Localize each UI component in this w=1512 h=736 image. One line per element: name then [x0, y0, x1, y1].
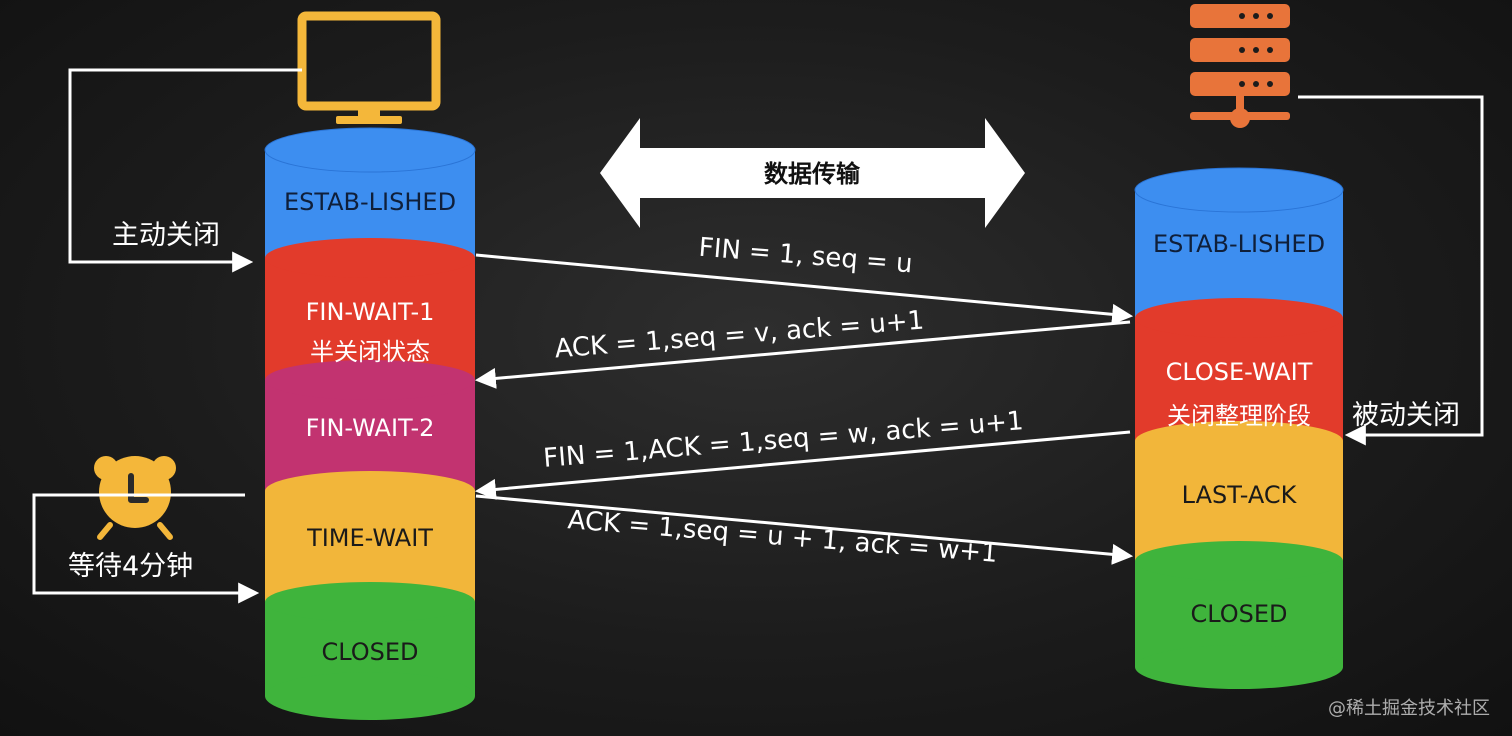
client-fin-wait-1-label: FIN-WAIT-1 [306, 298, 435, 326]
msg-final-ack-label: ACK = 1,seq = u + 1, ack = w+1 [567, 505, 999, 569]
server-close-tidy-label: 关闭整理阶段 [1167, 402, 1311, 430]
server-state-cylinder [1134, 167, 1344, 689]
server-state-close-wait [1135, 318, 1343, 441]
watermark: @稀土掘金技术社区 [1328, 698, 1490, 719]
alarm-clock-icon [94, 456, 176, 540]
msg-fin-arrow [475, 253, 1134, 325]
monitor-icon [297, 11, 441, 124]
client-closed-top [265, 582, 475, 622]
data-transfer-arrow [600, 118, 1025, 228]
client-state-fin-wait-1 [265, 258, 475, 380]
client-close-loop [68, 68, 302, 273]
msg-ack-arrow [474, 320, 1131, 389]
time-wait-loop [32, 493, 260, 604]
active-close-label: 主动关闭 [112, 220, 220, 251]
client-fin-wait-1-top [265, 238, 475, 278]
client-closed-label: CLOSED [321, 638, 418, 666]
client-cylinder-bottom [265, 672, 475, 720]
msg-final-ack-arrow [475, 494, 1134, 565]
client-cylinder-top [264, 127, 476, 173]
server-icon [1190, 4, 1290, 128]
client-state-cylinder [264, 127, 476, 720]
msg-fin-ack-arrow [474, 430, 1131, 500]
client-time-wait-top [265, 471, 475, 511]
client-time-wait-label: TIME-WAIT [306, 524, 433, 552]
msg-fin-label: FIN = 1, seq = u [698, 233, 914, 280]
server-close-wait-top [1135, 298, 1343, 338]
data-transfer-label: 数据传输 [764, 160, 861, 188]
server-close-loop [1298, 95, 1484, 446]
client-fin-wait-2-top [265, 360, 475, 400]
server-cylinder-top [1134, 167, 1344, 213]
client-half-close-label: 半关闭状态 [310, 338, 430, 366]
server-closed-label: CLOSED [1190, 600, 1287, 628]
passive-close-label: 被动关闭 [1352, 400, 1460, 431]
server-close-wait-label: CLOSE-WAIT [1166, 358, 1313, 386]
client-fin-wait-2-label: FIN-WAIT-2 [306, 414, 435, 442]
server-closed-top [1135, 541, 1343, 581]
server-last-ack-top [1135, 421, 1343, 461]
client-established-label: ESTAB-LISHED [284, 188, 456, 216]
server-established-label: ESTAB-LISHED [1153, 230, 1325, 258]
server-last-ack-label: LAST-ACK [1182, 481, 1298, 509]
wait-label: 等待4分钟 [68, 551, 193, 582]
server-cylinder-bottom [1135, 645, 1343, 689]
